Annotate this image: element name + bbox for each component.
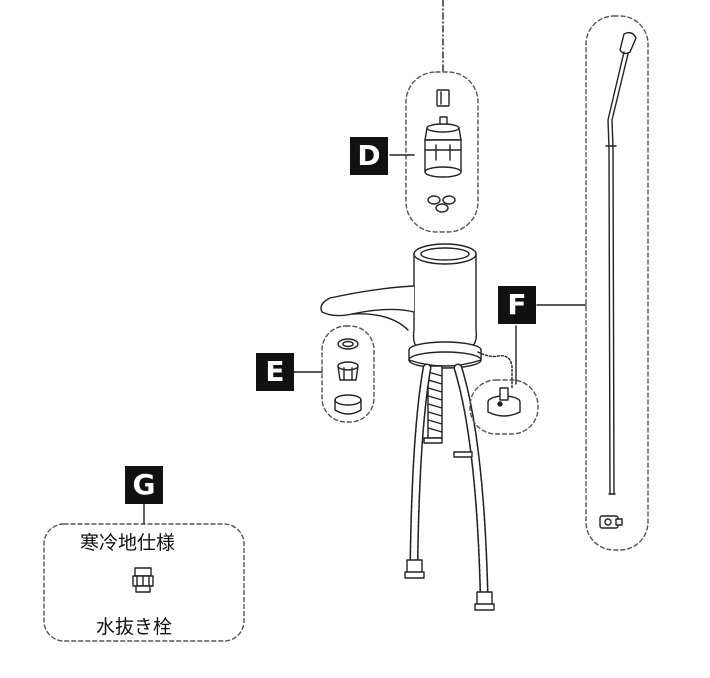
cartridge-body — [424, 116, 462, 178]
supply-hoses — [404, 363, 495, 611]
popup-rod — [605, 31, 637, 495]
drain-plug — [487, 387, 521, 417]
drain-chain — [477, 351, 513, 389]
cartridge-cap — [436, 89, 450, 107]
drain-valve-part — [132, 567, 154, 593]
drain-plug-outline — [469, 379, 539, 435]
callout-e-label: E — [256, 353, 294, 391]
option-g-title: 寒冷地仕様 — [80, 532, 176, 554]
popup-rod-group-outline — [585, 15, 649, 551]
callout-d-label: D — [350, 137, 388, 175]
aerator-parts — [334, 338, 362, 415]
threaded-shank — [427, 365, 443, 439]
callout-f-label: F — [498, 286, 536, 324]
cartridge-seals — [427, 195, 456, 213]
rod-clamp — [599, 515, 623, 529]
faucet-body — [320, 243, 482, 369]
option-g-part-name: 水抜き栓 — [96, 616, 173, 638]
aerator-group-outline — [321, 325, 375, 423]
cartridge-group-outline — [405, 71, 479, 233]
callout-g-label: G — [125, 466, 163, 504]
